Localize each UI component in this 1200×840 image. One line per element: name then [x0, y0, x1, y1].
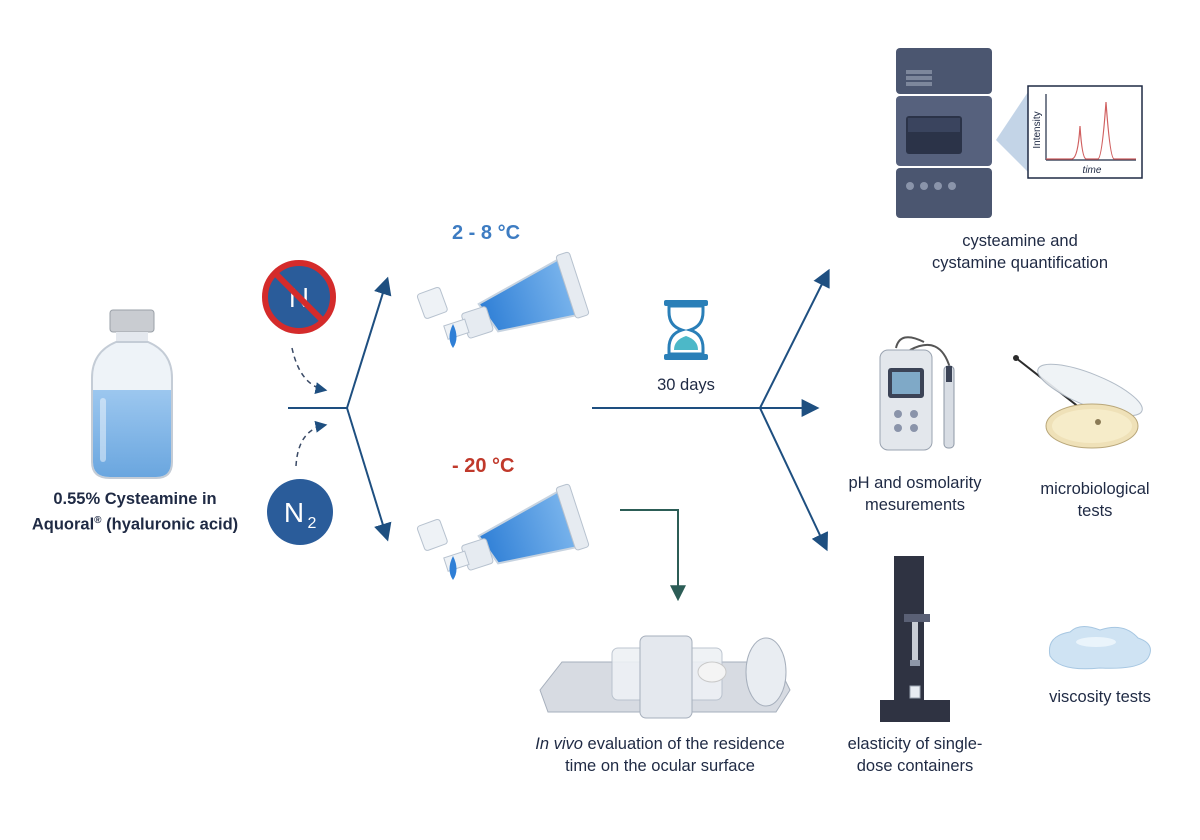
chromatogram-chart: Intensity time: [1027, 85, 1143, 179]
vial-label: 0.55% Cysteamine in Aquoral® (hyaluronic…: [20, 488, 250, 536]
svg-text:N: N: [284, 497, 304, 528]
svg-text:time: time: [1083, 165, 1102, 176]
no-nitrogen-icon: N: [262, 260, 336, 334]
container-cold-illustration: [416, 251, 590, 348]
frozen-temperature-label: - 20 °C: [452, 455, 515, 477]
in-vivo-label: In vivo evaluation of the residence time…: [510, 733, 810, 777]
micro-label-line1: microbiological: [1040, 480, 1150, 498]
elasticity-label: elasticity of single- dose containers: [830, 733, 1000, 777]
texture-analyzer-illustration: [880, 556, 950, 722]
hplc-instrument-illustration: [896, 48, 1028, 218]
vial-label-line1: 0.55% Cysteamine in: [53, 490, 217, 508]
imaging-scanner-illustration: [539, 635, 791, 719]
hplc-label: cysteamine and cystamine quantification: [900, 230, 1140, 274]
in-vivo-arrow: [620, 509, 686, 602]
in-vivo-label-line1: In vivo evaluation of the residence: [510, 733, 810, 755]
vial-illustration: [91, 309, 173, 479]
elasticity-label-line1: elasticity of single-: [847, 735, 983, 753]
registered-mark: ®: [94, 515, 102, 526]
in-vivo-label-line2: time on the ocular surface: [565, 757, 755, 775]
nitrogen-icon: N 2: [267, 479, 333, 545]
hourglass-icon: [664, 300, 708, 360]
petri-dish-illustration: [1013, 355, 1143, 449]
in-vivo-line1-rest: evaluation of the residence: [582, 735, 785, 753]
svg-text:Intensity: Intensity: [1032, 111, 1043, 148]
micro-label: microbiological tests: [1020, 478, 1170, 522]
ph-label: pH and osmolarity mesurements: [830, 472, 1000, 516]
hplc-label-line1: cysteamine and: [962, 232, 1078, 250]
dashed-arrow-bottom: [295, 420, 328, 467]
tests-fork-arrows: [592, 268, 830, 552]
cold-temperature-label: 2 - 8 °C: [452, 222, 521, 244]
elasticity-label-line2: dose containers: [856, 757, 974, 775]
storage-fork-arrows: [288, 276, 392, 542]
ph-label-line2: mesurements: [865, 496, 965, 514]
duration-label: 30 days: [657, 376, 715, 394]
ph-label-line1: pH and osmolarity: [848, 474, 982, 492]
container-frozen-illustration: [416, 483, 590, 580]
aquoral-text: Aquoral: [31, 515, 95, 534]
ph-meter-illustration: [879, 336, 955, 451]
in-vivo-italic: In vivo: [535, 735, 583, 753]
gel-puddle-illustration: [1048, 626, 1151, 670]
dashed-arrow-top: [291, 347, 328, 394]
svg-text:2: 2: [308, 515, 317, 532]
hyaluronic-acid-text: (hyaluronic acid): [101, 515, 239, 534]
viscosity-label: viscosity tests: [1049, 688, 1151, 706]
micro-label-line2: tests: [1077, 502, 1113, 520]
hplc-label-line2: cystamine quantification: [931, 254, 1109, 272]
vial-label-line2: Aquoral® (hyaluronic acid): [20, 510, 250, 536]
